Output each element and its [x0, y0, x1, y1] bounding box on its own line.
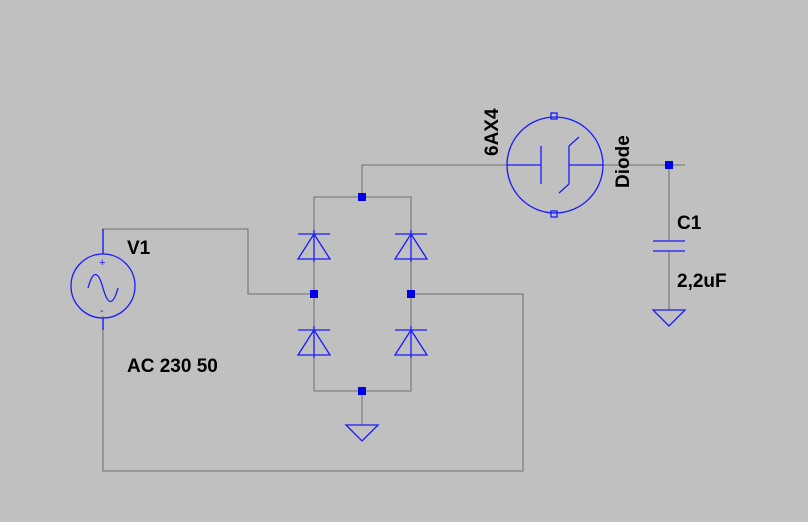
bridge-diode-lower-right[interactable] [393, 326, 429, 358]
sine-wave-icon [87, 273, 119, 303]
junction-nodes [310, 161, 673, 395]
plus-sign: + [99, 257, 105, 269]
minus-sign: - [100, 305, 104, 317]
tube-name-label[interactable]: 6AX4 [482, 108, 503, 156]
bridge-diode-upper-left[interactable] [296, 230, 332, 262]
bridge-diode-upper-right[interactable] [393, 230, 429, 262]
capacitor-c1[interactable] [653, 240, 685, 252]
ground-symbol-bridge[interactable] [344, 424, 380, 442]
junction-node[interactable] [358, 387, 366, 395]
source-value-label[interactable]: AC 230 50 [127, 356, 218, 377]
junction-node[interactable] [407, 290, 415, 298]
junction-node[interactable] [310, 290, 318, 298]
junction-node[interactable] [358, 193, 366, 201]
wires [102, 164, 685, 472]
wire-v1-bottom[interactable] [102, 293, 524, 472]
wire-bridge-to-tube[interactable] [361, 164, 507, 197]
capacitor-name-label[interactable]: C1 [677, 213, 702, 234]
bridge-diode-lower-left[interactable] [296, 326, 332, 358]
source-name-label[interactable]: V1 [127, 238, 151, 259]
wire-bridge-bottom[interactable] [313, 358, 412, 392]
ground-symbol-capacitor[interactable] [651, 309, 687, 327]
voltage-source-v1[interactable]: + - [70, 229, 136, 330]
wire-bridge-top[interactable] [313, 196, 412, 230]
junction-node[interactable] [665, 161, 673, 169]
capacitor-value-label[interactable]: 2,2uF [677, 271, 727, 292]
tube-diode-6ax4[interactable] [506, 112, 604, 218]
tube-value-label[interactable]: Diode [613, 135, 634, 188]
